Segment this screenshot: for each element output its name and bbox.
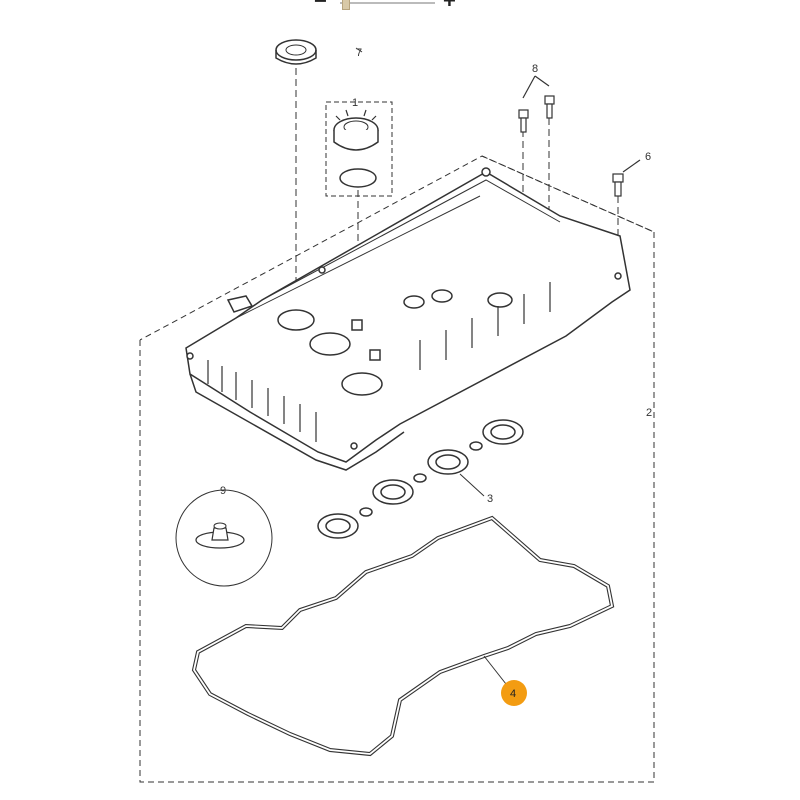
part1-oil-filler-cap[interactable]: [333, 109, 379, 188]
part7-leader: [355, 47, 363, 53]
callout-8: 8: [532, 63, 538, 75]
dashed-boundary: [139, 155, 655, 783]
part8-bolts[interactable]: [518, 75, 555, 133]
callout-6: 6: [645, 151, 651, 163]
callout-4: 4: [510, 688, 516, 700]
callout-7: 7: [356, 47, 362, 59]
part1-dashed-box: [325, 101, 393, 197]
highlighted-callout-4[interactable]: 4: [501, 680, 527, 706]
part3-spark-plug-tube-seals[interactable]: [317, 419, 524, 539]
zoom-track: [340, 2, 435, 4]
callout-2: 2: [646, 407, 652, 419]
callout-9: 9: [220, 485, 226, 497]
part4-leader: [483, 655, 507, 685]
zoom-out-button[interactable]: −: [314, 0, 327, 13]
zoom-in-button[interactable]: +: [443, 0, 456, 13]
zoom-slider-handle[interactable]: [342, 0, 350, 10]
part7-seal-washer[interactable]: [275, 39, 317, 65]
zoom-control: − +: [300, 0, 470, 14]
part2-cylinder-head-cover[interactable]: [185, 167, 631, 471]
part3-leader: [459, 473, 485, 497]
part9-detail-circle[interactable]: [175, 489, 273, 587]
part4-gasket[interactable]: [191, 515, 615, 757]
callout-1: 1: [352, 97, 358, 109]
part6-bolt[interactable]: [612, 159, 641, 197]
callout-3: 3: [487, 493, 493, 505]
